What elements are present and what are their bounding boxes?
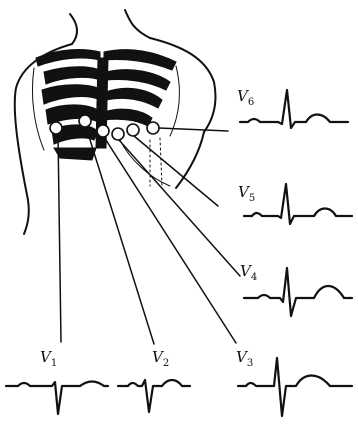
lead-label-v3: V3 bbox=[236, 348, 253, 369]
electrode-v4 bbox=[112, 128, 124, 140]
right-rib-outline bbox=[170, 66, 179, 136]
neck-left bbox=[70, 14, 77, 44]
ecg-trace-v1 bbox=[6, 382, 108, 415]
wire-v6 bbox=[159, 128, 228, 131]
ecg-trace-v4 bbox=[244, 268, 352, 316]
torso-outline bbox=[15, 10, 216, 234]
clavicle-right bbox=[104, 50, 176, 70]
rib-3 bbox=[46, 105, 100, 124]
neck-right bbox=[125, 10, 150, 38]
ecg-trace-v2 bbox=[118, 380, 190, 412]
rib-2 bbox=[42, 85, 102, 104]
lower-cage bbox=[54, 148, 96, 160]
clavicle-left bbox=[36, 50, 100, 66]
dashed-line-2 bbox=[160, 138, 162, 186]
wire-v3 bbox=[104, 137, 236, 343]
electrode-v5 bbox=[127, 124, 139, 136]
rib-r3 bbox=[104, 109, 152, 126]
lead-label-v2: V2 bbox=[152, 348, 169, 369]
right-flank bbox=[176, 132, 204, 188]
rib-1 bbox=[44, 67, 102, 84]
left-rib-outline bbox=[32, 68, 44, 150]
lead-label-v6: V6 bbox=[237, 87, 254, 108]
rib-cage bbox=[36, 50, 176, 160]
wire-v1 bbox=[58, 134, 61, 342]
wire-v2 bbox=[86, 127, 154, 344]
rib-r1 bbox=[106, 70, 170, 90]
left-flank bbox=[24, 200, 29, 234]
electrode-v2 bbox=[79, 115, 91, 127]
lead-label-v4: V4 bbox=[240, 262, 257, 283]
lead-label-v5: V5 bbox=[238, 183, 255, 204]
ecg-trace-v6 bbox=[240, 90, 348, 128]
ecg-trace-v3 bbox=[238, 358, 352, 416]
ecg-trace-v5 bbox=[244, 184, 352, 224]
lead-label-v1: V1 bbox=[40, 348, 57, 369]
electrode-v6 bbox=[147, 122, 159, 134]
rib-r2 bbox=[106, 88, 162, 108]
electrode-v3 bbox=[97, 125, 109, 137]
electrode-v1 bbox=[50, 122, 62, 134]
right-lower-cage bbox=[120, 140, 170, 186]
